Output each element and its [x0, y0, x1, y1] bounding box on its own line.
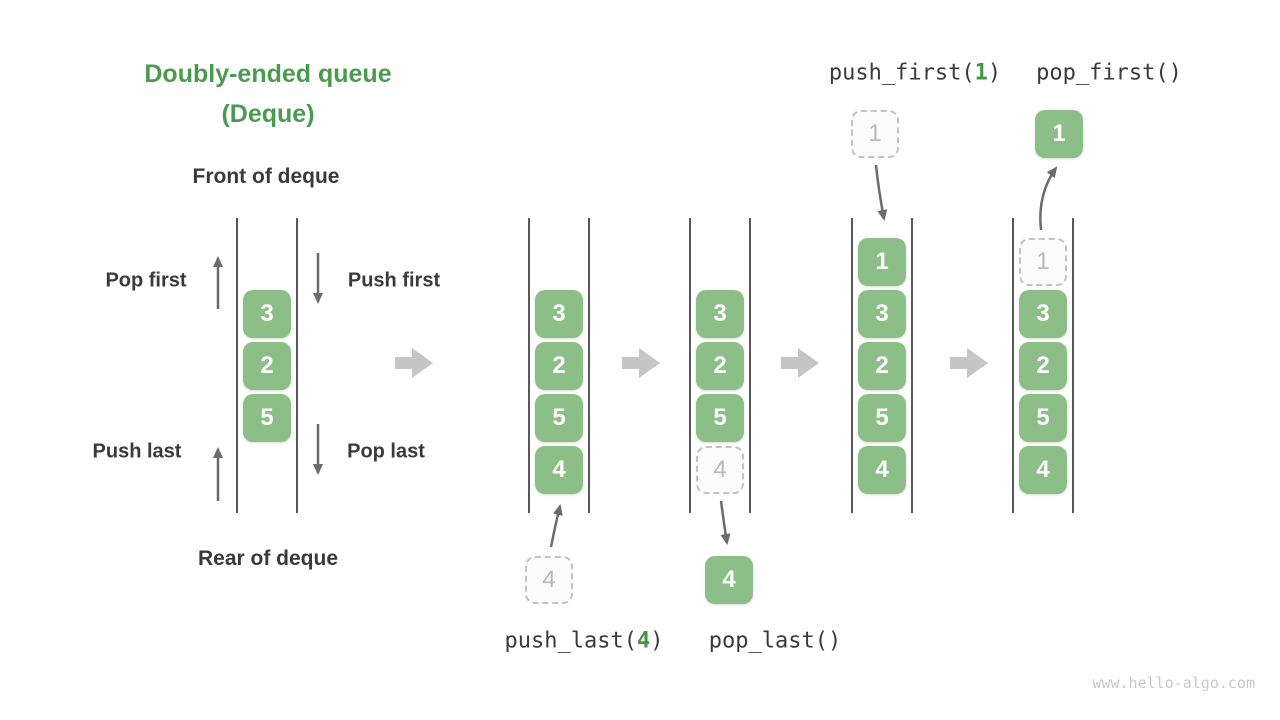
- deque-wall: [236, 218, 238, 513]
- deque-wall: [588, 218, 590, 513]
- deque-cell: 2: [1019, 342, 1067, 390]
- deque-cell: 3: [696, 290, 744, 338]
- deque-cell: 3: [1019, 290, 1067, 338]
- deque-wall: [749, 218, 751, 513]
- deque-wall: [1072, 218, 1074, 513]
- code-text: ): [650, 628, 664, 654]
- push-last-code-label: push_last(4): [505, 629, 664, 654]
- next-state-arrow-icon: [950, 348, 988, 378]
- deque-cell: 5: [243, 394, 291, 442]
- code-text: push_first(: [828, 60, 975, 86]
- deque-cell: 4: [1019, 446, 1067, 494]
- watermark: www.hello-algo.com: [1092, 674, 1255, 692]
- deque-wall: [528, 218, 530, 513]
- outgoing-element: 1: [1035, 110, 1083, 158]
- incoming-element-ghost: 1: [851, 110, 899, 158]
- deque-cell: 4: [858, 446, 906, 494]
- next-state-arrow-icon: [781, 348, 819, 378]
- code-text: ): [987, 60, 1002, 86]
- incoming-element-ghost: 4: [525, 556, 573, 604]
- deque-state-pop-first: 1 3 2 5 4: [1012, 218, 1074, 513]
- front-of-deque-label: Front of deque: [192, 165, 340, 188]
- deque-cell: 2: [858, 342, 906, 390]
- deque-cell: 3: [243, 290, 291, 338]
- push-last-op-label: Push last: [92, 440, 182, 463]
- push-first-code-label: push_first(1): [829, 61, 1001, 86]
- deque-cell: 3: [858, 290, 906, 338]
- code-arg: 4: [636, 628, 651, 654]
- deque-cell: 2: [696, 342, 744, 390]
- deque-cell-ghost: 1: [1019, 238, 1067, 286]
- rear-of-deque-label: Rear of deque: [197, 547, 339, 570]
- deque-cell: 1: [858, 238, 906, 286]
- diagram-title-line2: (Deque): [221, 100, 315, 128]
- deque-cell: 5: [858, 394, 906, 442]
- next-state-arrow-icon: [622, 348, 660, 378]
- deque-cell: 5: [535, 394, 583, 442]
- deque-state-pop-last: 3 2 5 4: [689, 218, 751, 513]
- diagram-title: Doubly-ended queue (Deque): [108, 54, 428, 134]
- deque-state-push-first: 1 3 2 5 4: [851, 218, 913, 513]
- deque-cell: 5: [1019, 394, 1067, 442]
- deque-wall: [1012, 218, 1014, 513]
- pop-last-op-label: Pop last: [347, 440, 425, 463]
- pop-first-code-label: pop_first(): [1036, 60, 1182, 86]
- deque-cell: 3: [535, 290, 583, 338]
- push-first-insert-arrow-icon: [874, 164, 888, 221]
- code-arg: 1: [974, 60, 988, 86]
- pop-first-op-label: Pop first: [105, 269, 187, 292]
- diagram-title-line1: Doubly-ended queue: [144, 60, 392, 88]
- next-state-arrow-icon: [395, 348, 433, 378]
- code-text: push_last(: [504, 628, 637, 654]
- deque-wall: [851, 218, 853, 513]
- deque-state-push-last: 3 2 5 4: [528, 218, 590, 513]
- deque-wall: [296, 218, 298, 513]
- deque-cell: 4: [535, 446, 583, 494]
- outgoing-element: 4: [705, 556, 753, 604]
- deque-state-initial: 3 2 5: [236, 218, 298, 513]
- deque-cell: 5: [696, 394, 744, 442]
- deque-wall: [689, 218, 691, 513]
- deque-cell: 2: [243, 342, 291, 390]
- deque-cell: 2: [535, 342, 583, 390]
- deque-wall: [911, 218, 913, 513]
- pop-last-code-label: pop_last(): [708, 628, 842, 654]
- push-first-op-label: Push first: [347, 269, 441, 292]
- deque-cell-ghost: 4: [696, 446, 744, 494]
